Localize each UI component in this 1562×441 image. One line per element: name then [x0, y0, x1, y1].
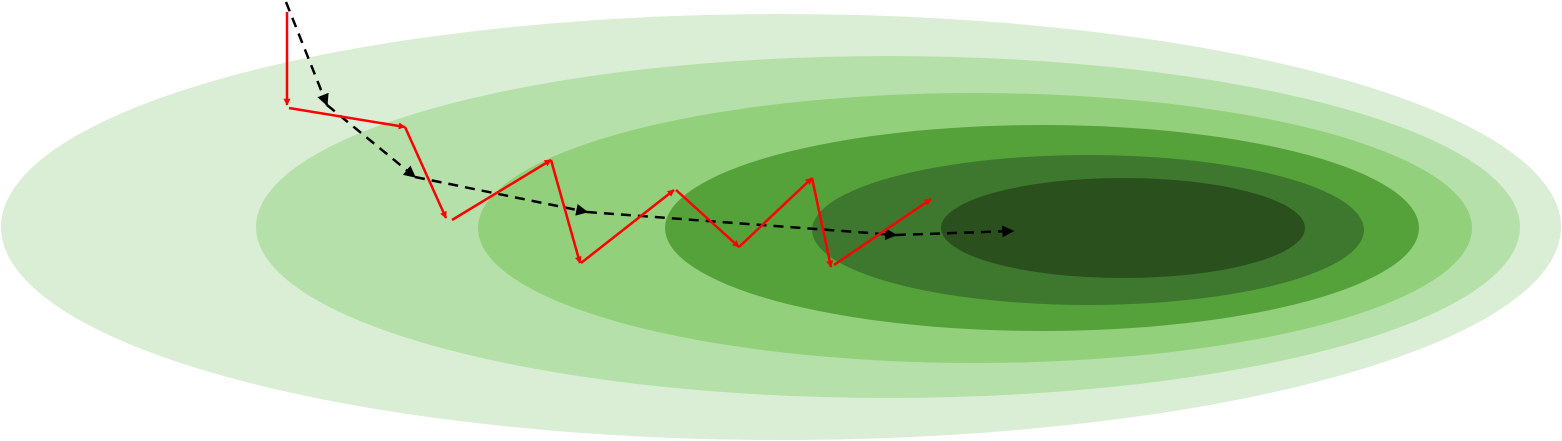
red-path-segment	[549, 159, 582, 264]
red-zigzag-path	[283, 12, 932, 268]
red-path-segment	[738, 177, 813, 248]
red-path-segment	[833, 197, 932, 267]
dashed-path-segment	[414, 175, 589, 216]
dashed-path-segment	[895, 225, 1015, 238]
red-path-segment	[451, 158, 552, 222]
contour-levels	[1, 14, 1561, 440]
red-path-segment	[675, 189, 740, 248]
red-path-segment	[810, 177, 834, 268]
red-path-segment	[288, 106, 406, 130]
dashed-path-segment	[284, 1, 329, 107]
red-path-segment	[580, 189, 675, 264]
dashed-path-segment	[586, 210, 898, 241]
contour-level-6	[941, 178, 1305, 278]
red-path-segment	[403, 126, 448, 219]
